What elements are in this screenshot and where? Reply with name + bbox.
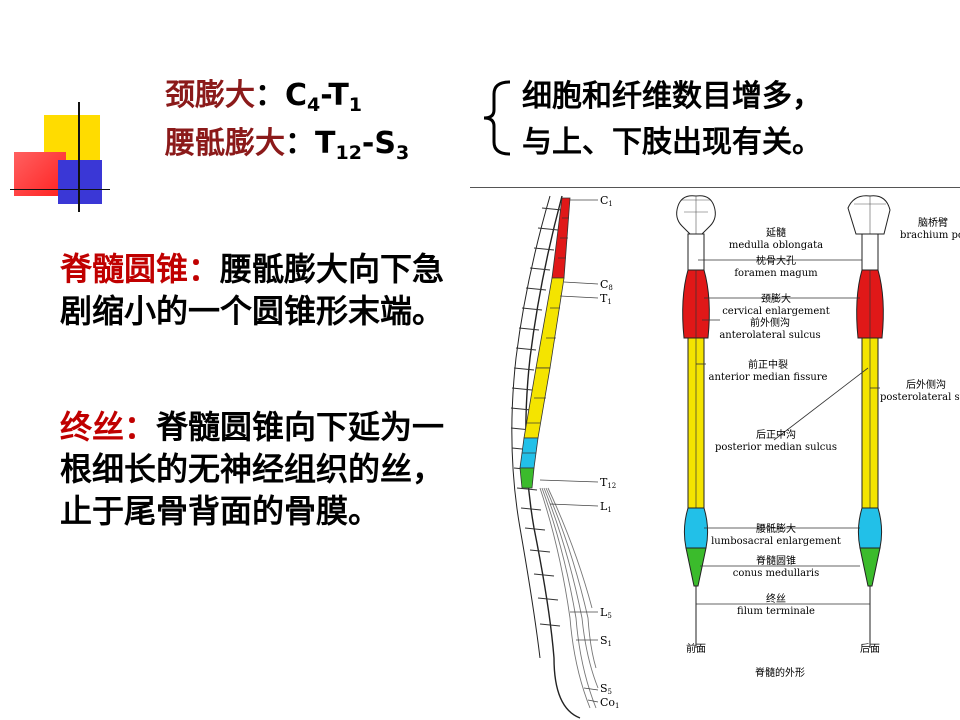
label-filum-en: filum terminale: [737, 606, 815, 617]
spine-diagram: C1 C8 T1 T12 L1 L5 S1 S5 Co1: [510, 194, 620, 719]
note-line-1: 细胞和纤维数目增多，: [522, 79, 822, 114]
label-pons-en: brachium po: [900, 230, 960, 241]
label-median-fissure-en: anterior median fissure: [709, 372, 828, 383]
t-subscript: 1: [348, 94, 363, 116]
t-letter: T: [328, 78, 349, 113]
label-s1: S1: [600, 634, 612, 648]
label-medulla-cn: 延髓: [766, 226, 786, 239]
label-post-sulcus-cn: 后正中沟: [756, 428, 796, 441]
label-c1: C1: [600, 194, 613, 208]
decor-vertical-line: [78, 102, 80, 212]
note-line-2: 与上、下肢出现有关。: [522, 125, 822, 160]
posterior-view: [847, 195, 891, 648]
cervical-enlargement-line: 颈膨大：C4-T1: [165, 78, 362, 123]
s-letter: S: [374, 126, 396, 161]
s-subscript: 3: [395, 142, 410, 164]
c-subscript: 4: [307, 94, 321, 116]
label-s5: S5: [600, 682, 612, 696]
filum-paragraph: 终丝：脊髓圆锥向下延为一根细长的无神经组织的丝，止于尾骨背面的骨膜。: [60, 406, 450, 532]
cervical-term: 颈膨大: [165, 78, 255, 113]
label-medulla-en: medulla oblongata: [729, 240, 823, 251]
label-cervical-cn: 颈膨大: [761, 292, 791, 305]
conus-term: 脊髓圆锥：: [60, 250, 221, 288]
label-cervical-en: cervical enlargement: [722, 306, 830, 317]
conus-paragraph: 脊髓圆锥：腰骶膨大向下急剧缩小的一个圆锥形末端。: [60, 248, 450, 332]
filum-definition: 脊髓圆锥向下延为一根细长的无神经组织的丝，止于尾骨背面的骨膜。: [60, 408, 445, 530]
label-t1: T1: [600, 292, 612, 306]
label-pons-cn: 脑桥臂: [918, 216, 948, 229]
label-filum-cn: 终丝: [766, 592, 786, 605]
dash: -: [361, 126, 375, 161]
lumbosacral-enlargement-line: 腰骶膨大：T12-S3: [165, 126, 409, 171]
t-letter: T: [315, 126, 336, 161]
label-lumbosacral-en: lumbosacral enlargement: [711, 536, 841, 547]
dash: -: [320, 78, 329, 113]
label-c8: C8: [600, 278, 613, 292]
label-anterolateral-cn: 前外侧沟: [750, 316, 790, 329]
label-median-fissure-cn: 前正中裂: [748, 358, 788, 371]
label-post-sulcus-en: posterior median sulcus: [715, 442, 837, 453]
label-conus-cn: 脊髓圆锥: [756, 554, 796, 567]
label-co1: Co1: [600, 696, 620, 710]
label-back: 后面: [860, 643, 880, 655]
figure-caption: 脊髓的外形: [755, 666, 805, 679]
decor-red-square: [14, 152, 66, 196]
label-lumbosacral-cn: 腰骶膨大: [756, 522, 796, 535]
filum-term: 终丝：: [60, 408, 157, 446]
conus-definition: 腰骶膨大向下急剧缩小的一个圆锥形末端。: [60, 250, 445, 330]
label-posterolateral-en: posterolateral su: [880, 392, 960, 403]
enlargement-note: 细胞和纤维数目增多， 与上、下肢出现有关。: [522, 74, 822, 166]
label-l1: L1: [600, 500, 612, 514]
label-foramen-cn: 枕骨大孔: [756, 254, 796, 267]
spinal-cord-figure: C1 C8 T1 T12 L1 L5 S1 S5 Co1: [510, 194, 960, 719]
anterior-view: [676, 195, 716, 648]
t-subscript: 12: [335, 142, 362, 164]
label-posterolateral-cn: 后外侧沟: [906, 378, 946, 391]
label-conus-en: conus medullaris: [733, 568, 820, 579]
lumbosacral-term: 腰骶膨大: [165, 126, 285, 161]
label-anterolateral-en: anterolateral sulcus: [719, 330, 820, 341]
label-foramen-en: foramen magum: [734, 268, 818, 279]
separator: ：: [255, 78, 285, 113]
label-front: 前面: [686, 642, 706, 655]
c-letter: C: [285, 78, 308, 113]
separator: ：: [285, 126, 315, 161]
decor-horizontal-line: [10, 189, 110, 190]
divider-line: [470, 187, 960, 188]
label-t12: T12: [600, 476, 616, 490]
decor-blue-square: [58, 160, 102, 204]
brace-icon: [483, 80, 511, 156]
label-l5: L5: [600, 606, 612, 620]
